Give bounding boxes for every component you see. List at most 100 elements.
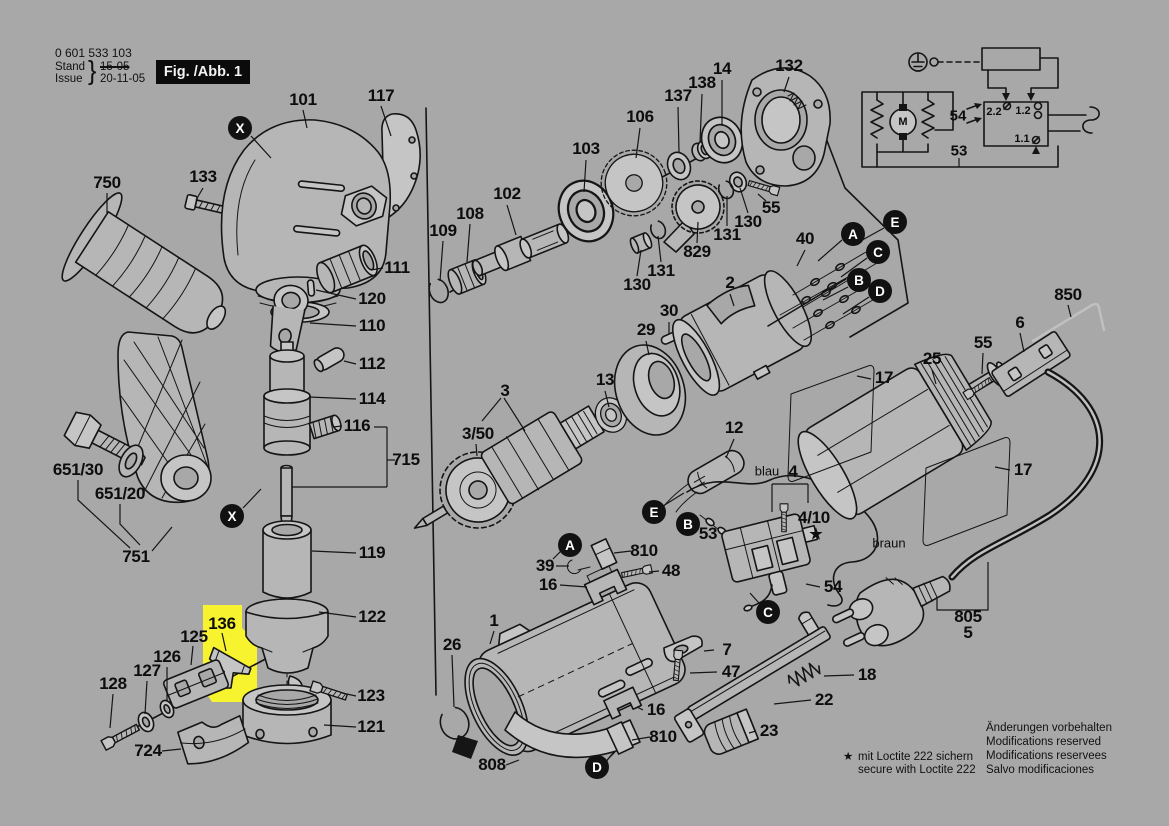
- part-112-pin: [313, 347, 345, 373]
- part-label-751: 751: [122, 547, 150, 566]
- leader-line: [481, 397, 502, 422]
- modifications-note-de: Änderungen vorbehalten: [986, 722, 1112, 734]
- document-part-number: 0 601 533 103: [55, 46, 132, 60]
- part-6-clamp: [991, 331, 1071, 397]
- wire-braun: [827, 496, 879, 607]
- leader-line: [144, 680, 148, 715]
- part-17-sticker-left: [787, 365, 875, 482]
- part-label-3: 3: [500, 381, 510, 400]
- part-829-pinion: [663, 180, 725, 253]
- part-651-20-washer: [118, 444, 144, 478]
- leader-line: [645, 340, 650, 356]
- part-label-808: 808: [478, 755, 506, 774]
- leader-line: [805, 583, 821, 588]
- leader-line: [994, 466, 1011, 471]
- part-label-126: 126: [153, 647, 181, 666]
- part-label-18: 18: [857, 665, 877, 684]
- part-label-101: 101: [289, 90, 317, 109]
- part-750-handle: [61, 192, 227, 334]
- leader-line: [311, 550, 357, 554]
- part-label-48: 48: [661, 561, 681, 580]
- leader-line: [309, 322, 357, 327]
- part-label-133: 133: [189, 167, 217, 186]
- part-label-136: 136: [208, 614, 236, 633]
- part-label-130: 130: [623, 275, 651, 294]
- part-label-123: 123: [357, 686, 385, 705]
- part-805-plug: [831, 575, 951, 647]
- modifications-note-fr: Modifications reservees: [986, 750, 1107, 762]
- part-label-750: 750: [93, 173, 121, 192]
- part-130-sleeve-lower: [629, 232, 653, 254]
- part-810-brush-bottom: [606, 721, 634, 755]
- leader-line: [856, 375, 872, 380]
- leader-line: [699, 93, 703, 143]
- leader-line: [636, 249, 642, 277]
- part-label-131: 131: [713, 225, 741, 244]
- leader-line: [677, 106, 680, 153]
- part-16-holder-top: [583, 565, 628, 606]
- part-label-810: 810: [649, 727, 677, 746]
- part-label-850: 850: [1054, 285, 1082, 304]
- leader-line: [318, 611, 357, 618]
- part-label-119: 119: [358, 543, 386, 562]
- part-label-55: 55: [973, 333, 993, 352]
- leader-line: [77, 480, 131, 549]
- leader-line: [242, 488, 262, 509]
- part-label-25: 25: [922, 349, 942, 368]
- ref-badge-b: B: [847, 268, 871, 292]
- leader-line: [981, 352, 984, 375]
- leader-line: [308, 396, 357, 400]
- part-label-128: 128: [99, 674, 127, 693]
- leader-line: [583, 159, 587, 193]
- leader-line: [749, 592, 760, 604]
- leader-line: [341, 692, 357, 697]
- part-label-122: 122: [358, 607, 386, 626]
- leader-line: [250, 135, 272, 159]
- part-109-circlip: [428, 278, 449, 304]
- part-label-1: 1: [489, 611, 499, 630]
- part-39-spring: [566, 559, 591, 575]
- leader-line: [451, 654, 455, 708]
- leader-line: [190, 645, 194, 666]
- ref-badge-e: E: [883, 210, 907, 234]
- leader-line: [1019, 332, 1025, 353]
- part-114-plunger: [263, 341, 311, 456]
- part-label-22: 22: [814, 690, 834, 709]
- ref-badge-x: X: [220, 504, 244, 528]
- part-label-16: 16: [538, 575, 558, 594]
- leader-line: [648, 570, 660, 573]
- leader-line: [636, 706, 644, 711]
- part-label-132: 132: [775, 56, 803, 75]
- part-23-button: [703, 708, 760, 755]
- part-label-127: 127: [133, 661, 161, 680]
- part-111-needle-sleeve: [316, 244, 378, 294]
- part-808-plate: [504, 711, 641, 759]
- stand-label: Stand: [55, 61, 86, 73]
- part-3-armature: [413, 394, 636, 529]
- part-label-138: 138: [688, 73, 716, 92]
- leader-line: [840, 257, 868, 278]
- part-label-13: 13: [595, 370, 615, 389]
- part-131-circlip-upper: [718, 180, 735, 200]
- part-label-6: 6: [1015, 313, 1025, 332]
- part-label-110: 110: [358, 316, 386, 335]
- part-label-m: M: [898, 116, 908, 128]
- part-label-120: 120: [358, 289, 386, 308]
- ref-badge-d: D: [868, 279, 892, 303]
- part-label-102: 102: [493, 184, 521, 203]
- part-17-sticker-right: [922, 437, 1011, 546]
- part-label-17: 17: [1013, 460, 1033, 479]
- loctite-note-en: secure with Loctite 222: [858, 764, 976, 776]
- part-label-39: 39: [535, 556, 555, 575]
- part-label-55: 55: [761, 198, 781, 217]
- modifications-note-es: Salvo modificaciones: [986, 764, 1095, 776]
- leader-line: [119, 504, 141, 546]
- part-label-54: 54: [823, 577, 843, 596]
- loctite-note-de: mit Loctite 222 sichern: [858, 751, 974, 763]
- leader-line: [739, 187, 749, 214]
- part-label-26: 26: [442, 635, 462, 654]
- part-131-circlip-lower: [650, 220, 667, 240]
- part-16-holder-bottom: [603, 686, 643, 720]
- leader-line: [343, 360, 357, 365]
- loctite-star: ★: [843, 751, 854, 763]
